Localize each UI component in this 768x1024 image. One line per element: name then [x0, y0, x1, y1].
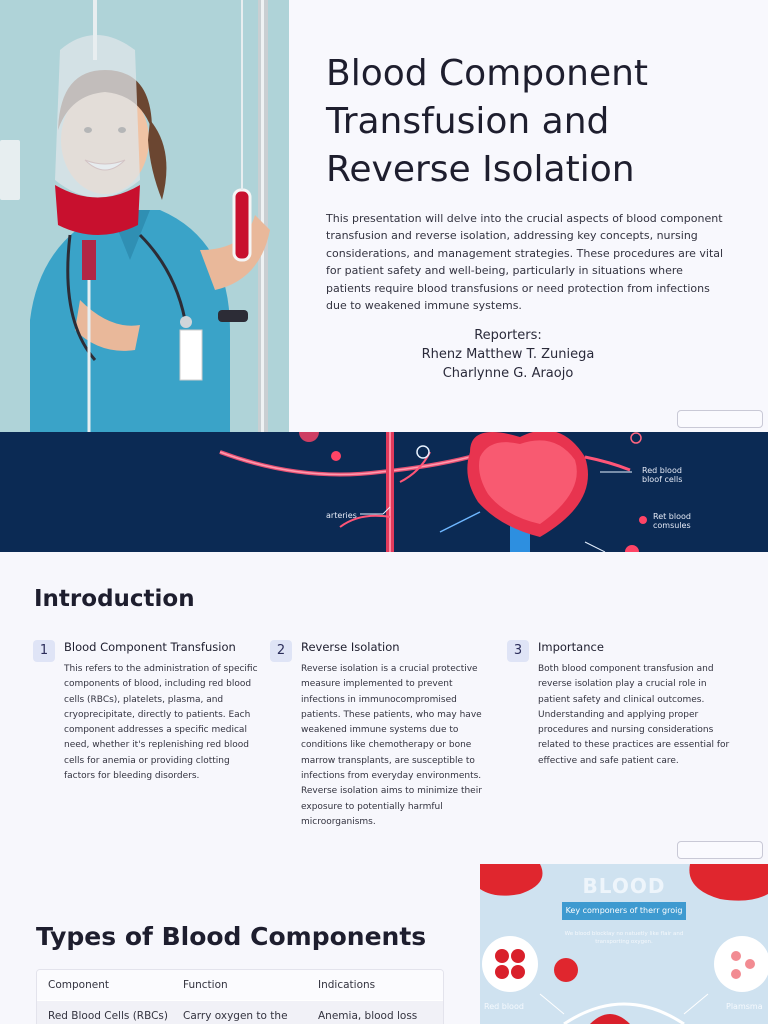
- heart-vessels-illustration: [0, 432, 768, 552]
- types-heading: Types of Blood Components: [36, 922, 427, 951]
- intro-item-body: Both blood component transfusion and rev…: [538, 664, 730, 766]
- infographic-ribbon: Key componers of therr groig: [562, 902, 686, 920]
- slide-tab[interactable]: [677, 841, 763, 859]
- column-header: Function: [183, 979, 228, 991]
- reporters-label: Reporters:: [474, 328, 542, 343]
- intro-item-title: Importance: [538, 640, 604, 654]
- label-red-blood-cells: Red blood bloof cells: [642, 466, 683, 484]
- number-badge: 3: [507, 640, 529, 662]
- intro-item-title: Blood Component Transfusion: [64, 640, 236, 654]
- blood-components-table: Component Function Indications Red Blood…: [36, 969, 444, 1024]
- infographic-heading: BLOOD: [582, 874, 666, 898]
- infographic-subtext: We blood blocklay no natuetly like flair…: [564, 931, 684, 945]
- table-cell: Carry oxygen to the: [183, 1010, 288, 1022]
- nurse-photo: [0, 0, 289, 432]
- column-header: Component: [48, 979, 109, 991]
- infographic-label-plasma: Plamsma: [726, 1002, 763, 1011]
- intro-item-title: Reverse Isolation: [301, 640, 400, 654]
- infographic-label-red-blood: Red blood: [484, 1002, 524, 1011]
- circulatory-banner: arteries Red blood bloof cells Ret blood…: [0, 432, 768, 552]
- title-slide: Blood Component Transfusion and Reverse …: [0, 0, 768, 432]
- reporter-name-1: Rhenz Matthew T. Zuniega: [421, 347, 595, 362]
- intro-item-body: Reverse isolation is a crucial protectiv…: [301, 664, 482, 827]
- nurse-illustration: [0, 0, 289, 432]
- intro-item-body: This refers to the administration of spe…: [64, 664, 258, 782]
- table-row: Red Blood Cells (RBCs) Carry oxygen to t…: [37, 1001, 443, 1024]
- slide-tab[interactable]: [677, 410, 763, 428]
- presentation-title: Blood Component Transfusion and Reverse …: [326, 53, 649, 190]
- number-badge: 2: [270, 640, 292, 662]
- column-header: Indications: [318, 979, 376, 991]
- table-cell: Anemia, blood loss: [318, 1010, 418, 1022]
- reporter-name-2: Charlynne G. Araojo: [442, 366, 574, 381]
- blood-infographic-art: [480, 864, 768, 1024]
- label-red-blood-corpuscles: Ret blood comsules: [653, 512, 691, 530]
- table-cell: Red Blood Cells (RBCs): [48, 1010, 169, 1022]
- presentation-description: This presentation will delve into the cr…: [326, 212, 724, 313]
- table-header-row: Component Function Indications: [37, 970, 443, 1000]
- blood-infographic: BLOOD Key componers of therr groig We bl…: [480, 864, 768, 1024]
- introduction-heading: Introduction: [34, 586, 195, 612]
- number-badge: 1: [33, 640, 55, 662]
- reporters-block: Reporters: Rhenz Matthew T. Zuniega Char…: [326, 326, 690, 383]
- label-arteries: arteries: [326, 511, 357, 520]
